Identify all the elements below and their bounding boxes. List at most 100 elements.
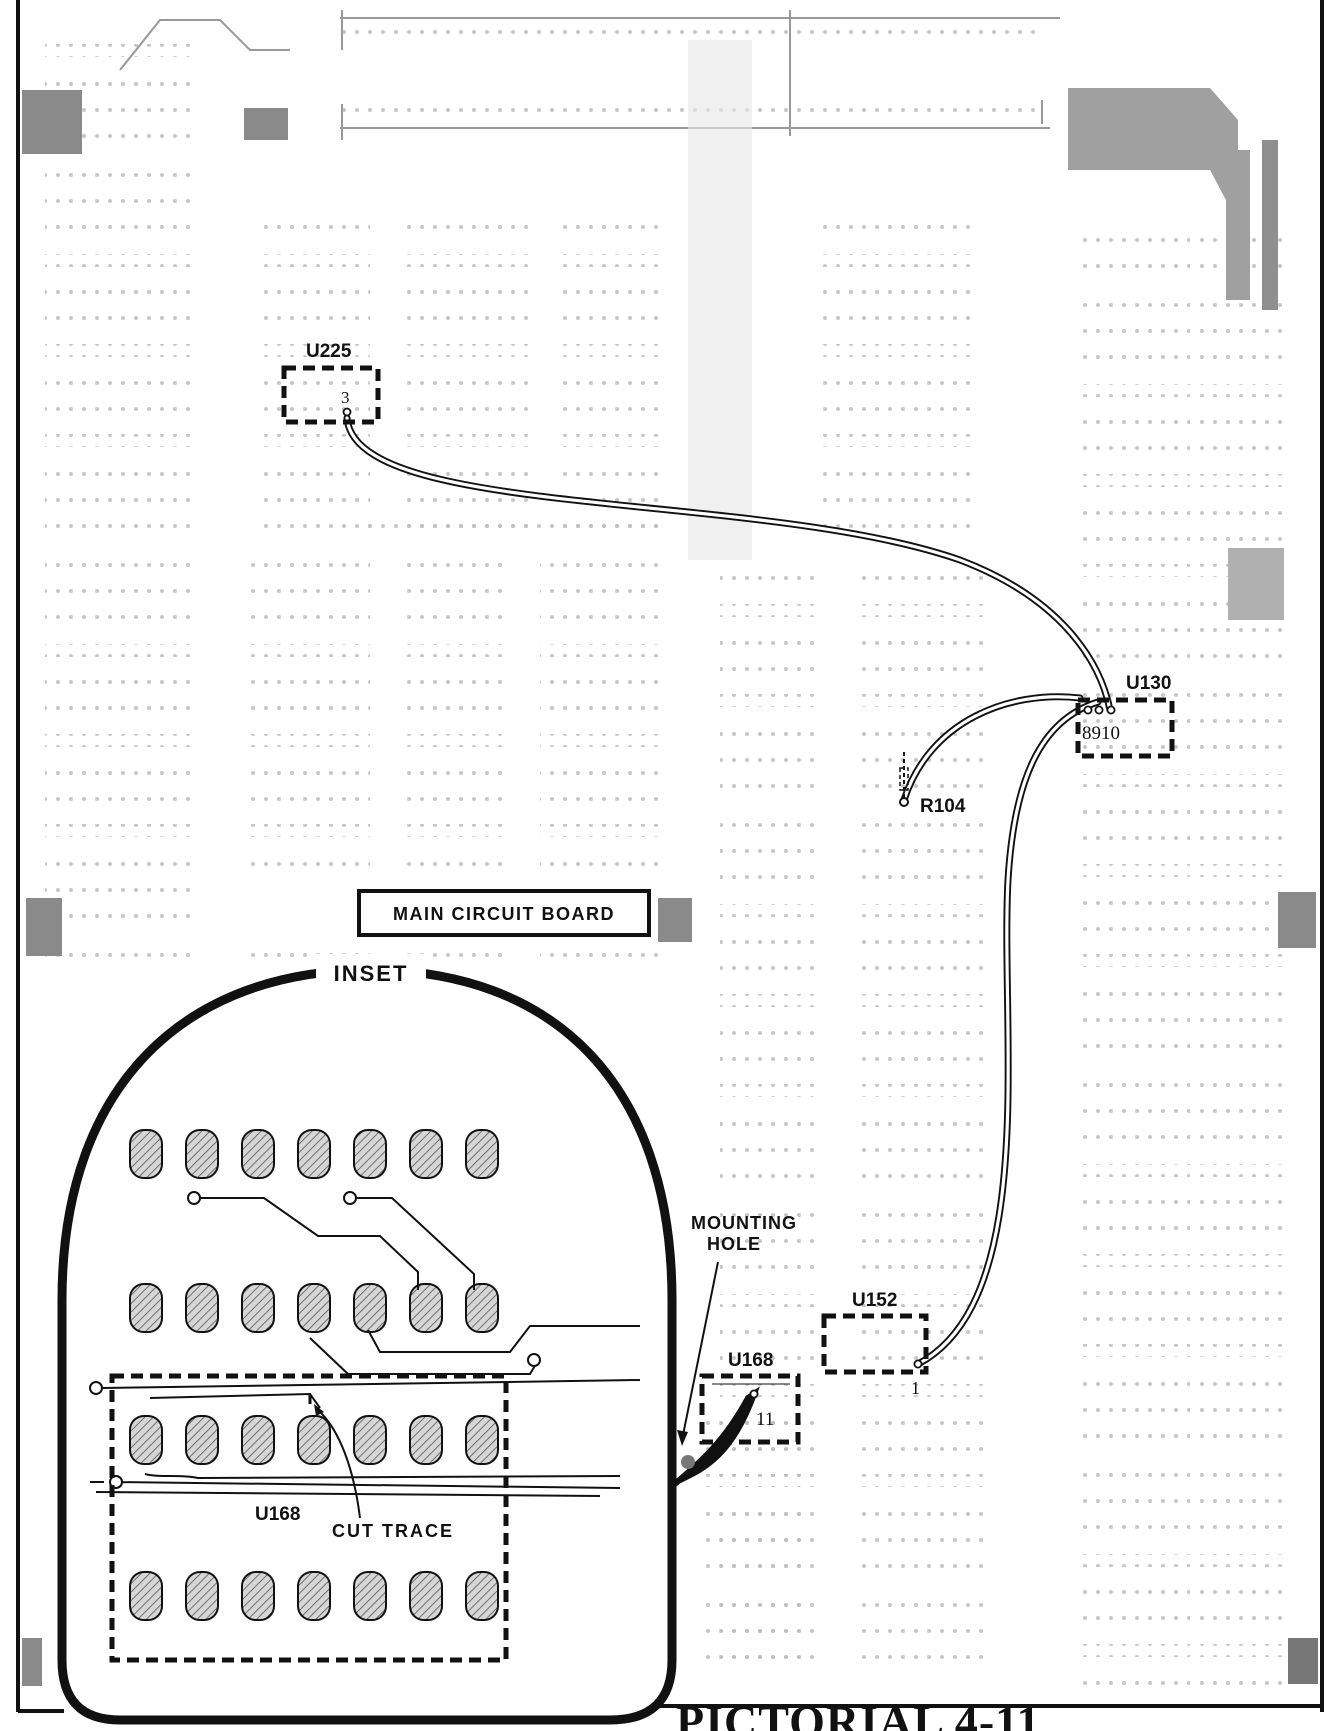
inset-ic-pad: [353, 1571, 387, 1621]
board-hole-row: [1080, 1344, 1190, 1357]
board-hole-row: [860, 1294, 990, 1307]
board-hole-row: [720, 1294, 820, 1307]
board-hole-row: [1080, 414, 1190, 427]
inset-u168-outline: [109, 1373, 509, 1663]
board-hole-row: [45, 44, 195, 57]
board-hole-row: [1080, 534, 1190, 547]
board-hole-row: [860, 904, 990, 917]
board-hole-row: [1080, 474, 1190, 487]
board-hole-row: [1200, 1524, 1290, 1537]
u225-label: U225: [306, 341, 352, 362]
board-hole-row: [1200, 894, 1290, 907]
mounting-hole-line2: HOLE: [707, 1234, 761, 1254]
board-hole-row: [45, 134, 195, 147]
board-hole-row: [860, 1084, 990, 1097]
board-hole-row: [1200, 1044, 1290, 1057]
board-hole-row: [720, 724, 820, 737]
wire-u152-to-u130: [914, 698, 1102, 1368]
u152-label: U152: [852, 1290, 897, 1311]
board-hole-row: [1080, 1494, 1190, 1507]
board-hole-row: [720, 994, 820, 1007]
board-hole-row: [1080, 894, 1190, 907]
board-hole-row: [860, 1534, 990, 1547]
board-hole-row: [260, 374, 370, 387]
board-hole-row: [45, 374, 195, 387]
board-hole-row: [540, 824, 660, 837]
board-hole-row: [820, 494, 970, 507]
board-hole-row: [1200, 354, 1290, 367]
board-hole-row: [400, 734, 510, 747]
board-hole-row: [45, 764, 195, 777]
board-hole-row: [820, 224, 970, 237]
inset-ic-pad: [185, 1415, 219, 1465]
board-hole-row: [1200, 1194, 1290, 1207]
board-hole-row: [860, 874, 990, 887]
board-hole-row: [1080, 774, 1190, 787]
board-hole-row: [45, 314, 195, 327]
board-hole-row: [1200, 1134, 1290, 1147]
board-hole-row: [45, 554, 195, 567]
board-hole-row: [720, 1384, 820, 1397]
board-hole-row: [1200, 1494, 1290, 1507]
inset-ic-pad: [185, 1129, 219, 1179]
board-hole-row: [720, 1144, 820, 1157]
board-hole-row: [860, 604, 990, 617]
board-hole-row: [540, 614, 660, 627]
board-hole-row: [700, 1594, 810, 1607]
top-connector-traces: [119, 10, 1060, 560]
board-hole-row: [400, 434, 530, 447]
board-hole-row: [700, 1654, 810, 1667]
board-hole-row: [720, 874, 820, 887]
inset-ic-pad: [465, 1571, 499, 1621]
inset-ic-pad: [353, 1129, 387, 1179]
board-hole-row: [540, 854, 660, 867]
inset-ic-pad: [297, 1283, 331, 1333]
board-hole-row: [1080, 564, 1190, 577]
board-hole-row: [400, 374, 530, 387]
board-hole-row: [560, 314, 660, 327]
board-hole-row: [700, 1504, 810, 1517]
board-hole-row: [860, 1564, 990, 1577]
board-hole-row: [560, 224, 660, 237]
board-hole-row: [1200, 1164, 1290, 1177]
inset-ic-pad: [353, 1415, 387, 1465]
board-hole-row: [1080, 504, 1190, 517]
board-hole-row: [1080, 984, 1190, 997]
board-hole-row: [260, 344, 370, 357]
board-hole-row: [1080, 1374, 1190, 1387]
board-hole-row: [560, 284, 660, 297]
board-hole-row: [560, 464, 660, 477]
board-hole-row: [1080, 954, 1190, 967]
board-hole-row: [1080, 354, 1190, 367]
board-hole-row: [250, 794, 370, 807]
board-hole-row: [45, 794, 195, 807]
board-hole-row: [860, 1054, 990, 1067]
board-hole-row: [720, 1024, 820, 1037]
board-hole-row: [45, 164, 195, 177]
board-hole-row: [860, 664, 990, 677]
board-hole-row: [400, 764, 510, 777]
board-hole-row: [720, 574, 820, 587]
board-hole-row: [720, 904, 820, 917]
board-hole-row: [1200, 1464, 1290, 1477]
board-hole-row: [1080, 714, 1190, 727]
board-hole-row: [1080, 1614, 1190, 1627]
resistor-r104: R104: [899, 752, 966, 817]
board-hole-row: [1080, 384, 1190, 397]
board-hole-row: [250, 674, 370, 687]
board-hole-row: [720, 754, 820, 767]
board-hole-row: [1200, 1404, 1290, 1417]
board-hole-row: [45, 464, 195, 477]
board-hole-row: [1200, 444, 1290, 457]
board-hole-row: [45, 704, 195, 717]
board-hole-row: [560, 344, 660, 357]
board-hole-row: [1200, 654, 1290, 667]
board-hole-row: [400, 944, 510, 957]
board-hole-row: [860, 1264, 990, 1277]
board-hole-row: [860, 1234, 990, 1247]
inset-ic-pad: [241, 1283, 275, 1333]
board-hole-row: [1200, 834, 1290, 847]
board-hole-row: [45, 74, 195, 87]
inset-ic-pad: [129, 1129, 163, 1179]
board-hole-row: [720, 1324, 820, 1337]
